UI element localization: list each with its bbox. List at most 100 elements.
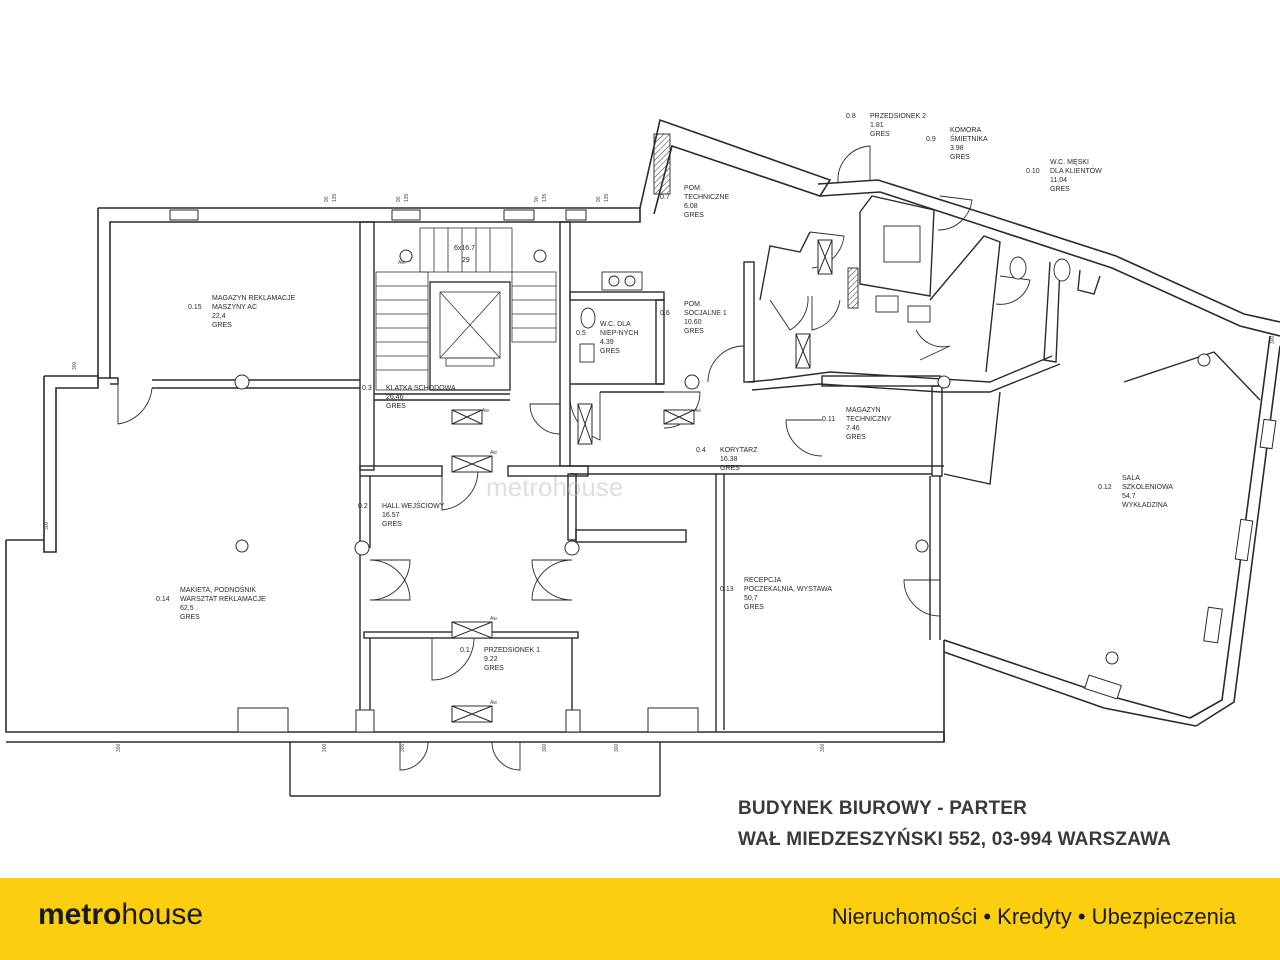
room-number: 0.5 (576, 330, 586, 337)
room-name2: NIEP-NYCH (600, 330, 639, 337)
aw-label: Aw (398, 260, 405, 266)
svg-text:135: 135 (332, 193, 338, 202)
svg-text:90: 90 (396, 196, 402, 202)
room-name: RECEPCJA (744, 577, 782, 584)
svg-text:135: 135 (604, 193, 610, 202)
room-name: KORYTARZ (720, 447, 758, 454)
svg-text:135: 135 (404, 193, 410, 202)
room-name: PRZEDSIONEK 2 (870, 113, 926, 120)
room-name: PRZEDSIONEK 1 (484, 647, 540, 654)
room-number: 0.12 (1098, 484, 1112, 491)
ventilation-shaft-icon (653, 133, 671, 195)
room-name: MAGAZYN REKLAMACJE (212, 295, 296, 302)
room-area: 16.57 (382, 512, 400, 519)
toilet-icon (1009, 256, 1027, 280)
room-number: 0.1 (460, 647, 470, 654)
room-name: KLATKA SCHODOWA (386, 385, 456, 392)
room-name2: TECHNICZNY (846, 416, 891, 423)
room-name: W.C. MĘSKI (1050, 159, 1089, 166)
svg-text:300: 300 (72, 361, 78, 370)
toilet-icon (580, 307, 596, 329)
room-name2: SZKOLENIOWA (1122, 484, 1173, 491)
room-name: SALA (1122, 475, 1140, 482)
aw-label: Aw (490, 450, 497, 456)
svg-text:300: 300 (400, 743, 406, 752)
footer-tagline: Nieruchomości • Kredyty • Ubezpieczenia (831, 904, 1236, 929)
ventilation-shaft-icon (847, 267, 859, 309)
room-name2: TECHNICZNE (684, 194, 729, 201)
stairs-label: 6x16.7 (454, 245, 475, 252)
room-area: 16.38 (720, 456, 738, 463)
washbasin-icon (579, 343, 595, 363)
room-name2: DLA KLIENTÓW (1050, 166, 1102, 175)
room-area: 3.98 (950, 145, 964, 152)
room-number: 0.7 (660, 194, 670, 201)
kitchen-sink-icon (601, 271, 643, 291)
room-floor: WYKŁADZINA (1122, 502, 1168, 509)
room-area: 11.04 (1050, 177, 1067, 184)
room-floor: GRES (1050, 186, 1070, 193)
room-area: 10.60 (684, 319, 702, 326)
svg-text:300: 300 (1270, 335, 1276, 344)
room-number: 0.10 (1026, 168, 1040, 175)
room-floor: GRES (212, 322, 232, 329)
room-name: HALL WEJŚCIOWY (382, 501, 445, 510)
room-floor: GRES (870, 131, 890, 138)
aw-label: Aw (482, 408, 489, 414)
svg-text:90: 90 (596, 196, 602, 202)
room-floor: GRES (720, 465, 740, 472)
room-name: W.C. DLA (600, 321, 631, 328)
footer-bar (0, 878, 1280, 960)
room-area: 22,4 (212, 313, 226, 320)
dimension-marks: 90 135 90 135 90 135 90 135 300 300 300 … (44, 193, 1276, 752)
room-number: 0.11 (822, 416, 835, 423)
room-name2: SOCJALNE 1 (684, 310, 727, 317)
room-area: 54,7 (1122, 493, 1136, 500)
room-number: 0.6 (660, 310, 670, 317)
stairs-label-steps: 29 (462, 257, 470, 264)
room-number: 0.2 (358, 503, 368, 510)
logo-light-part: house (121, 898, 204, 931)
plan-address: WAŁ MIEDZESZYŃSKI 552, 03-994 WARSZAWA (738, 829, 1172, 850)
room-floor: GRES (684, 212, 704, 219)
doors (117, 145, 1031, 771)
room-floor: GRES (484, 665, 504, 672)
room-floor: GRES (846, 434, 866, 441)
room-number: 0.9 (926, 136, 936, 143)
room-floor: GRES (386, 403, 406, 410)
svg-text:300: 300 (820, 743, 826, 752)
room-number: 0.4 (696, 447, 706, 454)
exterior-walls (5, 118, 1280, 743)
metrohouse-logo[interactable]: metrohouse (38, 895, 203, 935)
room-name: POM. (684, 301, 702, 308)
watermark: metrohouse (486, 472, 624, 502)
room-name: KOMORA (950, 127, 981, 134)
svg-text:300: 300 (322, 743, 328, 752)
svg-text:300: 300 (116, 743, 122, 752)
washbasin-icon (875, 295, 899, 313)
room-floor: GRES (684, 328, 704, 335)
aw-label: Aw (490, 700, 497, 706)
room-name2: ŚMIETNIKA (950, 134, 988, 143)
room-floor: GRES (744, 604, 764, 611)
room-number: 0.15 (188, 304, 202, 311)
room-area: 4.39 (600, 339, 614, 346)
room-name2: WARSZTAT REKLAMACJE (180, 596, 266, 603)
washbasin-icon (907, 305, 931, 323)
room-name: POM. (684, 185, 702, 192)
windows (169, 209, 1277, 733)
fixtures (579, 133, 1071, 363)
interior-walls (110, 195, 1261, 797)
container-icon (883, 225, 921, 263)
